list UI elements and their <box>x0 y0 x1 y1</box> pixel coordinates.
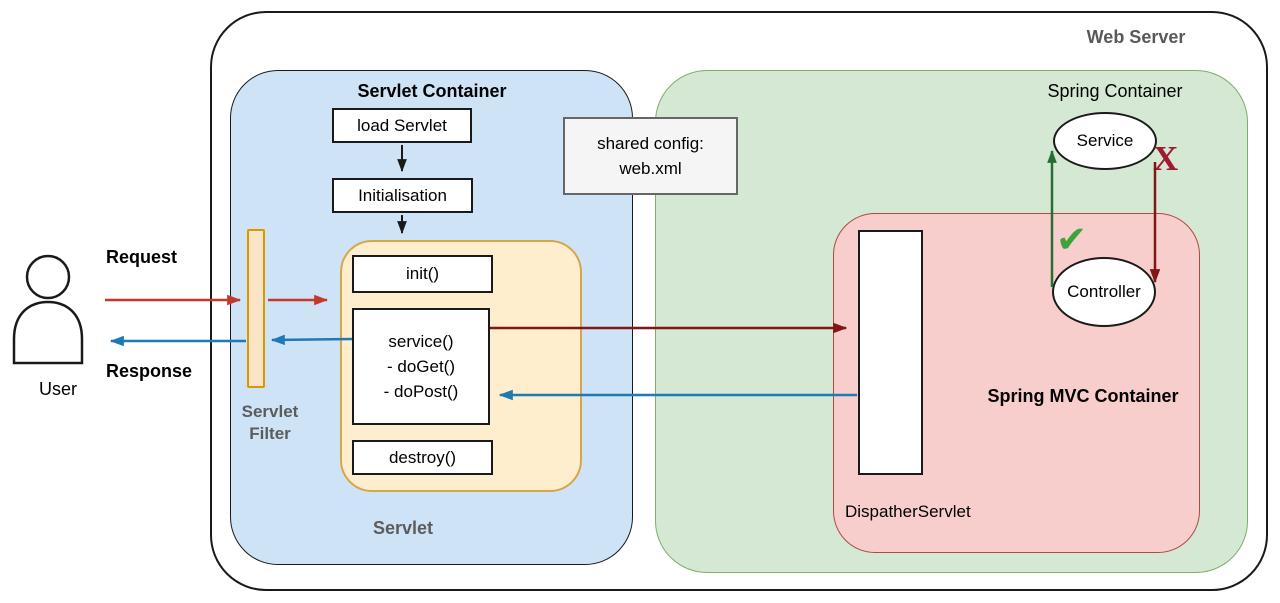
service-method-box: service() - doGet() - doPost() <box>352 308 490 425</box>
servlet-filter-label-line1: Servlet <box>241 402 299 421</box>
controller-bean: Controller <box>1052 257 1156 327</box>
dispatcher-servlet-box <box>858 230 923 475</box>
init-method-box: init() <box>352 255 493 293</box>
dispatcher-servlet-label: DispatherServlet <box>845 502 971 521</box>
init-method-label: init() <box>405 264 440 283</box>
shared-config-box: shared config: web.xml <box>563 117 738 195</box>
service-bean: Service <box>1053 112 1157 170</box>
web-server-title: Web Server <box>1086 27 1186 47</box>
destroy-method-box: destroy() <box>352 440 493 475</box>
servlet-filter-bar <box>247 229 265 388</box>
spring-container-title: Spring Container <box>1047 81 1183 101</box>
user-label: User <box>38 379 77 399</box>
service-method-line1: service() <box>388 332 454 351</box>
destroy-method-label: destroy() <box>388 447 457 467</box>
shared-config-line2: web.xml <box>619 159 682 178</box>
response-label: Response <box>106 361 193 381</box>
spring-mvc-container-title: Spring MVC Container <box>987 386 1179 406</box>
servlet-filter-label: Servlet Filter <box>220 401 320 445</box>
user-icon <box>12 254 84 365</box>
service-method-line2: - doGet() <box>386 357 456 376</box>
load-servlet-step: load Servlet <box>332 108 472 143</box>
servlet-filter-label-line2: Filter <box>249 424 291 443</box>
service-method-line3: - doPost() <box>383 382 459 401</box>
servlet-label: Servlet <box>372 518 434 538</box>
initialisation-step: Initialisation <box>332 178 473 213</box>
shared-config-line1: shared config: <box>597 134 704 153</box>
check-mark-icon: ✔ <box>1056 219 1088 260</box>
service-bean-label: Service <box>1076 131 1134 150</box>
request-label: Request <box>106 247 178 267</box>
controller-bean-label: Controller <box>1067 282 1141 301</box>
x-mark-icon: X <box>1153 139 1179 178</box>
servlet-container-title: Servlet Container <box>357 81 507 101</box>
initialisation-step-label: Initialisation <box>358 185 447 205</box>
load-servlet-step-label: load Servlet <box>357 115 447 135</box>
